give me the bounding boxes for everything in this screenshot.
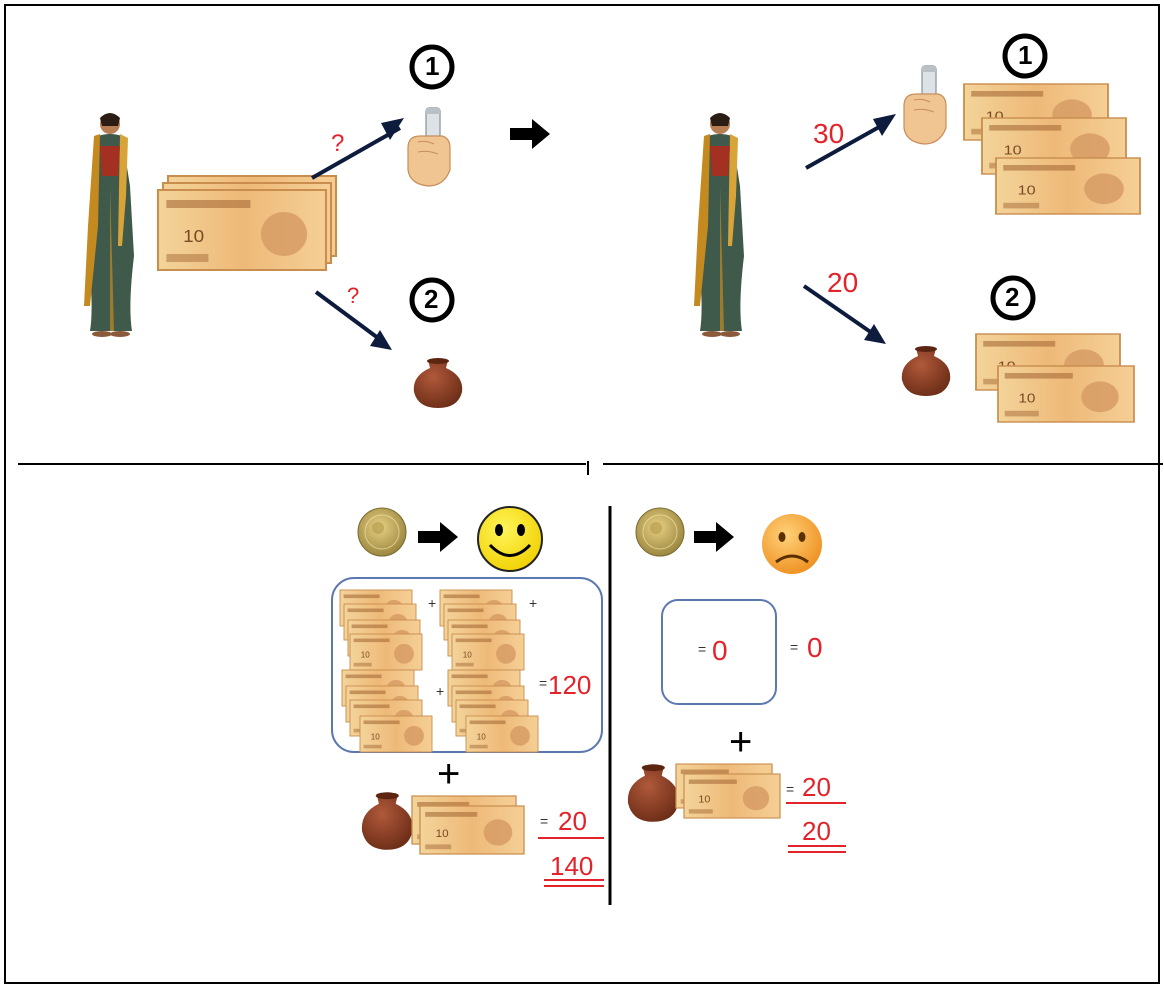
notes-grid [339, 589, 539, 753]
pot-amount-left: 20 [558, 806, 587, 836]
note-stack-thirty [963, 83, 1141, 215]
coin-arrow-icon-right [694, 522, 734, 552]
side-zero: 0 [807, 632, 823, 663]
equals-sign-subtotal: = [539, 675, 548, 691]
divider-tick [587, 461, 589, 475]
divider-left [18, 463, 586, 465]
sad-face-icon [762, 514, 822, 574]
hand-holding-tube-icon [407, 107, 451, 187]
zero-box [661, 599, 777, 705]
step-two-label-right: 2 [1005, 282, 1020, 312]
amount-twenty: 20 [827, 267, 859, 298]
arrow-to-two [314, 290, 380, 340]
equals-sign-pot-left: = [540, 813, 549, 829]
step-two-label-left: 2 [424, 284, 439, 314]
step-one-label-right: 1 [1018, 40, 1033, 70]
split-two-label: ? [347, 283, 360, 308]
woman-figure-left [84, 113, 134, 337]
plus-sign-1: + [428, 595, 437, 611]
divider-right [603, 463, 1163, 465]
happy-face-icon [477, 506, 543, 572]
step-two-badge-right [990, 275, 1036, 321]
equals-sign-box: = [698, 641, 707, 657]
equals-sign-side: = [790, 639, 799, 655]
total-left: 140 [550, 851, 594, 881]
outer-frame [4, 4, 1160, 984]
coin-icon-left [357, 507, 407, 557]
coin-arrow-icon-left [418, 522, 458, 552]
step-two-badge-left [409, 277, 455, 323]
step-one-label-left: 1 [425, 51, 440, 81]
note-stack-twenty [975, 333, 1135, 423]
plus-sign-3: + [436, 683, 445, 699]
note-stack-bottom-left [411, 795, 525, 855]
split-one-label: ? [331, 130, 345, 157]
bottom-right-panel [627, 507, 846, 853]
top-right-panel [694, 33, 1141, 423]
bottom-left-panel [331, 506, 604, 887]
right-arrow-icon [510, 119, 550, 149]
clay-pot-icon [413, 358, 463, 408]
woman-figure-right [694, 113, 744, 337]
equals-sign-pot-right: = [786, 781, 795, 797]
hand-holding-tube-icon-right [903, 65, 947, 145]
plus-sign-2: + [529, 595, 538, 611]
coin-icon-right [635, 507, 685, 557]
clay-pot-icon-right [901, 346, 951, 396]
step-one-badge-left [409, 44, 455, 90]
total-right: 20 [802, 816, 831, 846]
clay-pot-icon-bottom-left [361, 792, 413, 850]
note-stack-left [156, 174, 338, 272]
top-left-panel [84, 44, 550, 408]
arrow-to-one-right [805, 120, 889, 170]
arrow-to-one [311, 126, 401, 180]
big-plus-left: + [437, 752, 461, 796]
subtotal-value: 120 [548, 670, 592, 700]
amount-thirty: 30 [813, 118, 845, 149]
big-plus-right: + [729, 720, 753, 764]
note-stack-bottom-right [675, 763, 781, 819]
clay-pot-icon-bottom-right [627, 764, 679, 822]
box-zero: 0 [712, 635, 728, 666]
arrow-to-two-right [802, 284, 874, 335]
pot-amount-right: 20 [802, 772, 831, 802]
step-one-badge-right [1002, 33, 1048, 79]
